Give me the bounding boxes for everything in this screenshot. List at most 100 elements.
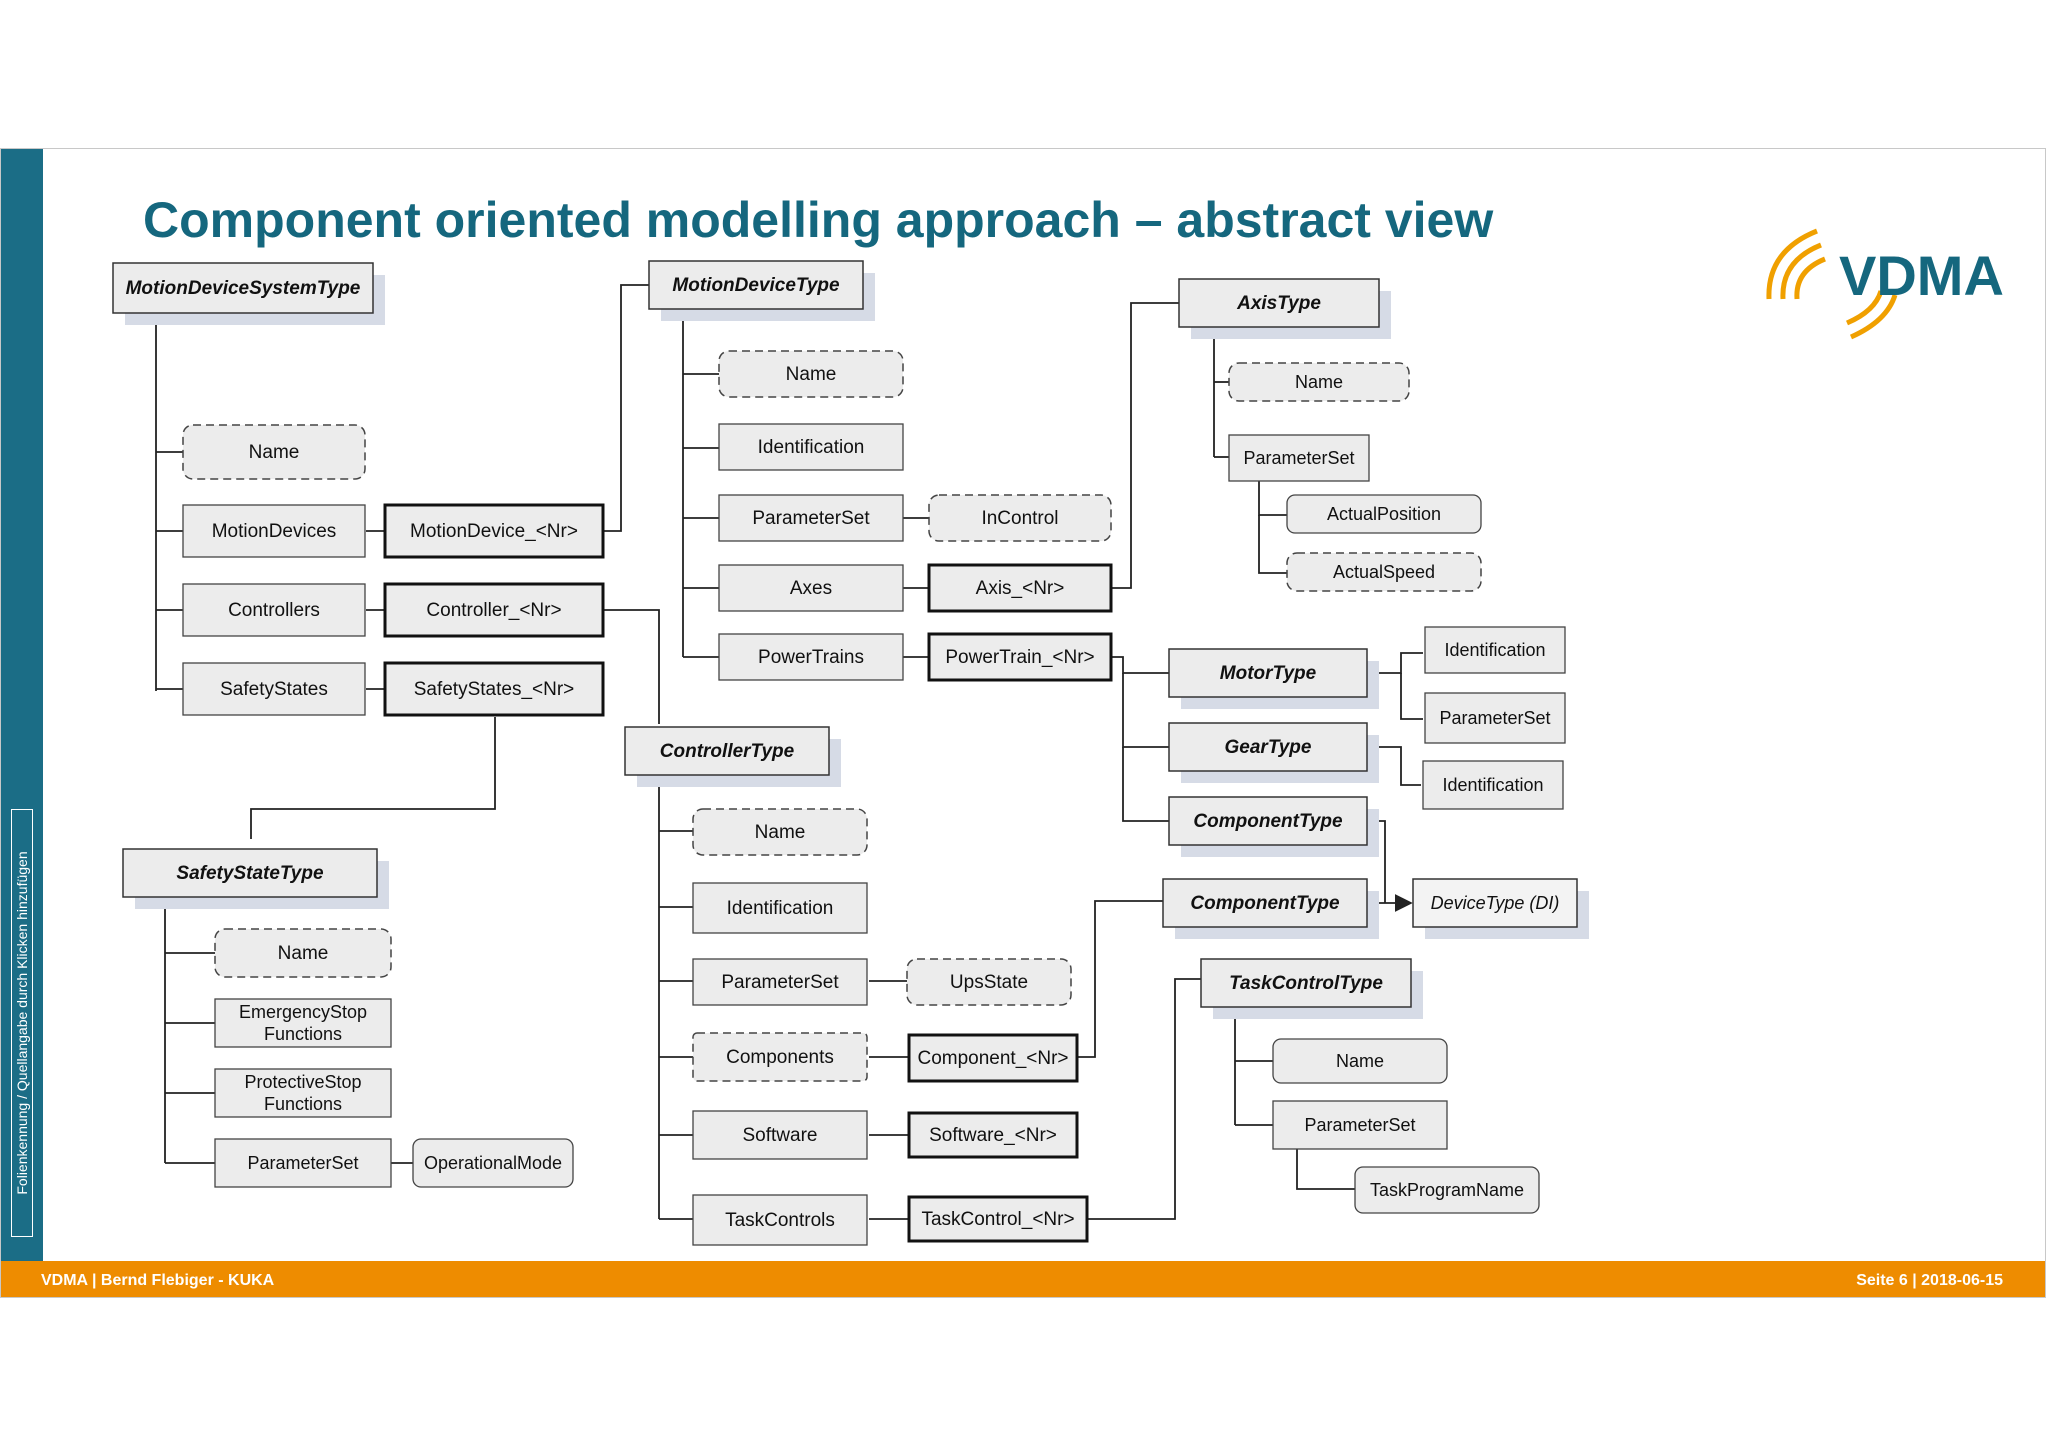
controller-type-box[interactable] [624,726,830,776]
sst-emergency-stop-label-2: Functions [264,1024,342,1044]
ct-parameter-set-box[interactable] [692,958,868,1006]
footer-bar: VDMA | Bernd Flebiger - KUKA Seite 6 | 2… [1,1261,2045,1297]
task-control-type-box[interactable] [1200,958,1412,1008]
axis-nr-box[interactable] [927,563,1113,613]
task-control-nr-label: TaskControl_<Nr> [921,1209,1074,1230]
at-actual-speed-label: ActualSpeed [1333,562,1435,582]
mt-identification-box[interactable] [1424,626,1566,674]
ct-components-box[interactable] [692,1032,868,1082]
component-type-box-2[interactable] [1162,878,1368,928]
at-name-box[interactable] [1228,362,1410,402]
at-actual-position-box[interactable] [1286,494,1482,534]
sst-parameter-set-box[interactable] [214,1138,392,1188]
ct-task-controls-box[interactable] [692,1194,868,1246]
ct-name-box[interactable] [692,808,868,856]
mdt-identification-box[interactable] [718,423,904,471]
motion-device-system-type-label: MotionDeviceSystemType [126,278,361,299]
slide-title: Component oriented modelling approach – … [143,192,1494,248]
power-train-nr-box[interactable] [927,632,1113,682]
at-actual-position-label: ActualPosition [1327,504,1441,524]
mdt-name-label: Name [786,364,837,385]
mdt-power-trains-label: PowerTrains [758,647,864,668]
footer-page-date: Seite 6 | 2018-06-15 [1856,1272,2003,1289]
side-bar: Folienkennung / Quellangabe durch Klicke… [1,149,43,1297]
controller-nr-label: Controller_<Nr> [426,600,561,621]
axis-nr-label: Axis_<Nr> [976,578,1065,599]
sst-emergency-stop-label-1: EmergencyStop [239,1002,367,1022]
mdst-name-box[interactable] [182,424,366,480]
vdma-logo-text: VDMA [1839,244,2004,307]
controllers-box[interactable] [182,583,366,637]
slide: Folienkennung / Quellangabe durch Klicke… [0,148,2046,1298]
motion-device-system-type-box[interactable] [112,262,374,314]
sst-emergency-stop-box[interactable] [214,998,392,1048]
gt-identification-box[interactable] [1422,760,1564,810]
motion-devices-label: MotionDevices [212,521,337,542]
connector-lines [155,284,1423,1220]
sst-protective-stop-box[interactable] [214,1068,392,1118]
ct-software-box[interactable] [692,1110,868,1160]
mdt-name-box[interactable] [718,350,904,398]
power-train-nr-label: PowerTrain_<Nr> [945,647,1094,668]
tct-name-box[interactable] [1272,1038,1448,1084]
motion-device-nr-box[interactable] [383,503,605,559]
safety-state-type-label: SafetyStateType [176,863,324,884]
safety-states-nr-label: SafetyStates_<Nr> [414,679,575,700]
component-type-label-1: ComponentType [1193,811,1343,832]
component-type-label-2: ComponentType [1190,893,1340,914]
ct-ups-state-label: UpsState [950,972,1028,993]
motion-device-type-box[interactable] [648,260,864,310]
mt-parameter-set-box[interactable] [1424,692,1566,744]
safety-states-label: SafetyStates [220,679,328,700]
source-placeholder[interactable]: Folienkennung / Quellangabe durch Klicke… [11,809,33,1237]
ct-ups-state-box[interactable] [906,958,1072,1006]
mdt-power-trains-box[interactable] [718,633,904,681]
tct-parameter-set-box[interactable] [1272,1100,1448,1150]
ct-name-label: Name [755,822,806,843]
mdt-axes-box[interactable] [718,564,904,612]
sst-operational-mode-label: OperationalMode [424,1153,562,1173]
safety-state-type-box[interactable] [122,848,378,898]
tct-task-program-name-box[interactable] [1354,1166,1540,1214]
at-parameter-set-box[interactable] [1228,434,1370,482]
software-nr-box[interactable] [907,1111,1079,1159]
tct-name-label: Name [1336,1051,1384,1071]
type-boxes: MotionDeviceSystemType MotionDeviceType … [112,260,1589,1019]
component-type-box-1[interactable] [1168,796,1368,846]
device-type-label: DeviceType (DI) [1431,893,1560,913]
ct-components-label: Components [726,1047,834,1068]
axis-type-label: AxisType [1236,293,1321,314]
at-actual-speed-box[interactable] [1286,552,1482,592]
mdt-in-control-label: InControl [981,508,1058,529]
mdt-parameter-set-box[interactable] [718,494,904,542]
sst-operational-mode-box[interactable] [412,1138,574,1188]
safety-states-nr-box[interactable] [383,661,605,717]
sst-name-box[interactable] [214,928,392,978]
ct-task-controls-label: TaskControls [725,1210,835,1231]
gear-type-label: GearType [1225,737,1312,758]
mdt-axes-label: Axes [790,578,832,599]
motion-devices-box[interactable] [182,504,366,558]
mt-identification-label: Identification [1444,640,1545,660]
tct-parameter-set-label: ParameterSet [1304,1115,1415,1135]
safety-states-box[interactable] [182,662,366,716]
software-nr-label: Software_<Nr> [929,1125,1057,1146]
property-boxes: MotionDevices Controllers SafetyStates I… [182,423,1566,1246]
sst-protective-stop-label-1: ProtectiveStop [244,1072,361,1092]
sst-parameter-set-label: ParameterSet [247,1153,358,1173]
component-nr-box[interactable] [907,1033,1079,1083]
mt-parameter-set-label: ParameterSet [1439,708,1550,728]
tct-task-program-name-label: TaskProgramName [1370,1180,1524,1200]
gear-type-box[interactable] [1168,722,1368,772]
axis-type-box[interactable] [1178,278,1380,328]
device-type-box[interactable] [1412,878,1578,928]
motor-type-box[interactable] [1168,648,1368,698]
ct-identification-box[interactable] [692,882,868,934]
task-control-nr-box[interactable] [907,1195,1089,1243]
instance-boxes: MotionDevice_<Nr> Controller_<Nr> Safety… [383,503,1113,1243]
controller-nr-box[interactable] [383,582,605,638]
component-tree-diagram: MotionDeviceSystemType MotionDeviceType … [112,260,1589,1246]
mdt-in-control-box[interactable] [928,494,1112,542]
sst-protective-stop-label-2: Functions [264,1094,342,1114]
optional-property-boxes: Name Name InControl Name ActualSpeed Nam… [182,350,1482,1082]
